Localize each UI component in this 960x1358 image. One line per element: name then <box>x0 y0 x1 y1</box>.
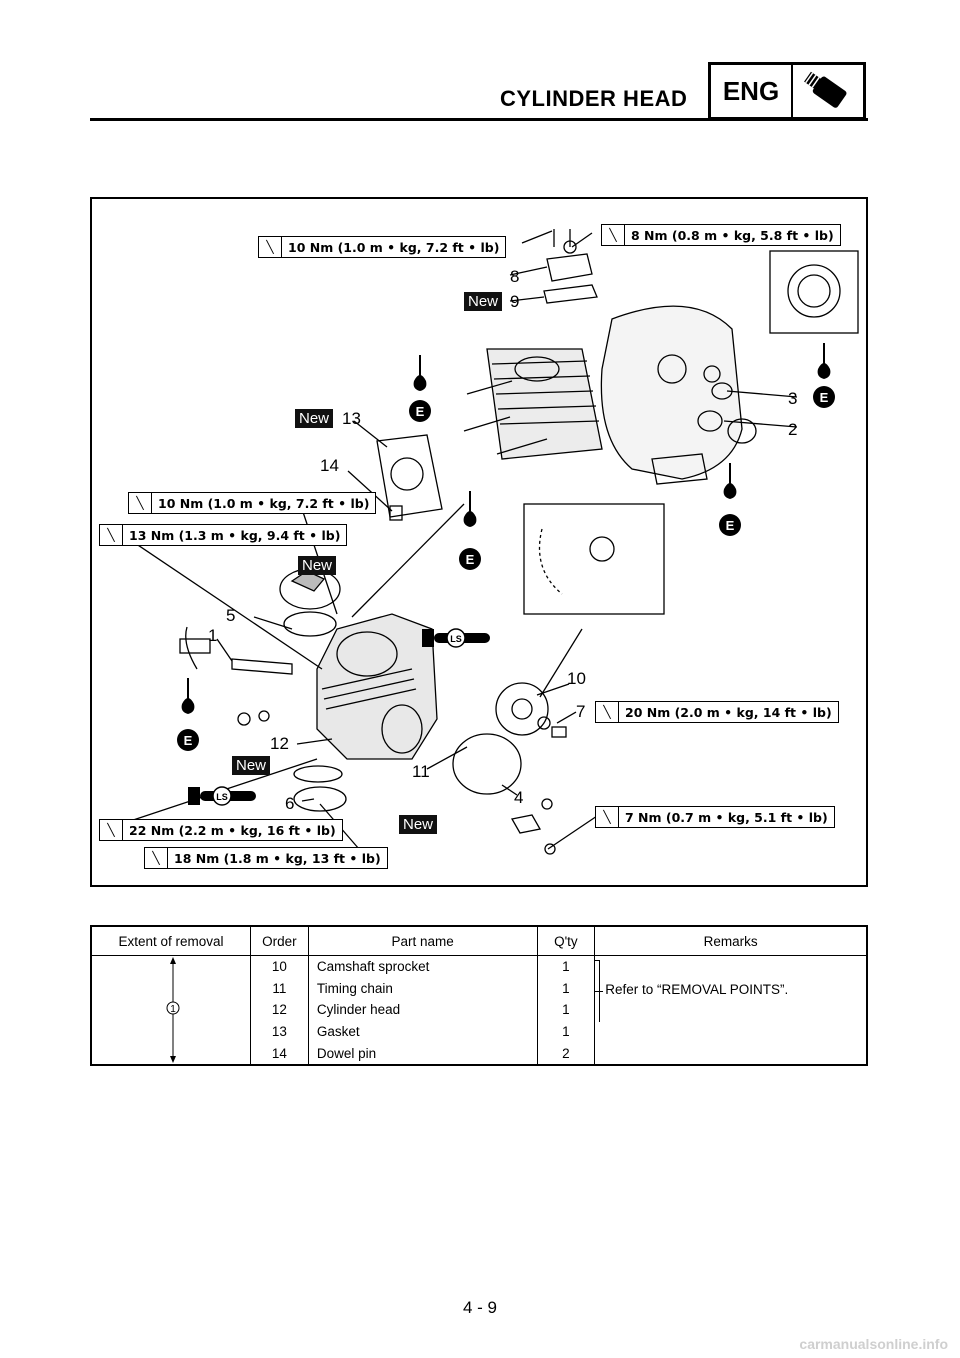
row-part-name: Gasket <box>307 1020 537 1043</box>
row-qty: 2 <box>536 1042 595 1065</box>
callout-7: 7 <box>576 702 586 721</box>
new-part-tag: New <box>295 409 334 428</box>
new-part-tag: New <box>464 292 503 311</box>
col-header-remarks: Remarks <box>594 926 867 956</box>
callout-9: 9 <box>510 292 520 311</box>
row-qty: 1 <box>536 977 595 1000</box>
table-row: 1 10 Camshaft sprocket 1 Refer to “REMOV… <box>91 955 867 1065</box>
new-part-tag: New <box>232 756 271 775</box>
table-row: 14 Dowel pin 2 <box>91 1042 867 1065</box>
callout-6: 6 <box>285 794 295 813</box>
ls-grease-markers: LS LS <box>188 628 490 806</box>
engine-illustration: E E E E <box>105 229 859 865</box>
callout-8: 8 <box>510 267 520 286</box>
torque-label-cover-bolt: ╲ 7 Nm (0.7 m • kg, 5.1 ft • lb) <box>595 806 835 828</box>
col-header-qty: Q'ty <box>536 926 595 956</box>
svg-text:E: E <box>416 404 425 419</box>
torque-label-sprocket-bolt: ╲ 20 Nm (2.0 m • kg, 14 ft • lb) <box>595 701 839 723</box>
removal-parts-table: Extent of removal Order Part name Q'ty R… <box>90 925 868 1066</box>
callout-3: 3 <box>788 389 798 408</box>
callout-14: 14 <box>320 456 339 475</box>
torque-label-breather-cover: ╲ 8 Nm (0.8 m • kg, 5.8 ft • lb) <box>601 224 841 246</box>
torque-wrench-icon: ╲ <box>100 525 123 545</box>
site-watermark: carmanualsonline.info <box>799 1336 948 1352</box>
row-part-name: Dowel pin <box>307 1042 537 1065</box>
table-row: 13 Gasket 1 <box>91 1020 867 1043</box>
row-qty: 1 <box>536 999 595 1021</box>
torque-label-head-nut-small: ╲ 10 Nm (1.0 m • kg, 7.2 ft • lb) <box>128 492 377 514</box>
row-order: 10 <box>250 955 309 978</box>
engine-oil-markers: E E E E <box>177 343 835 751</box>
torque-label-spark-plug: ╲ 18 Nm (1.8 m • kg, 13 ft • lb) <box>144 847 388 869</box>
col-header-extent: Extent of removal <box>91 926 251 956</box>
torque-label-breather-bolt: ╲ 10 Nm (1.0 m • kg, 7.2 ft • lb) <box>258 236 507 258</box>
svg-text:E: E <box>820 390 829 405</box>
callout-11: 11 <box>412 762 430 781</box>
callout-5: 5 <box>226 606 236 625</box>
callout-4: 4 <box>514 788 524 807</box>
row-part-name: Timing chain <box>307 977 537 1000</box>
row-order: 11 <box>250 977 309 1000</box>
row-part-name: Camshaft sprocket <box>307 955 537 978</box>
header-rule <box>90 118 868 121</box>
extent-range-arrow: 1 <box>166 957 180 1063</box>
torque-wrench-icon: ╲ <box>129 493 152 513</box>
table-row: 12 Cylinder head 1 <box>91 999 867 1021</box>
svg-text:E: E <box>184 733 193 748</box>
svg-text:LS: LS <box>216 792 228 802</box>
torque-wrench-icon: ╲ <box>145 848 168 868</box>
callout-2: 2 <box>788 420 798 439</box>
col-header-part-name: Part name <box>307 926 537 956</box>
page-number: 4 - 9 <box>462 1298 498 1317</box>
svg-text:E: E <box>466 552 475 567</box>
remarks-bracket-mid <box>595 991 604 992</box>
engine-section-icon <box>793 65 863 117</box>
section-title: CYLINDER HEAD <box>500 86 688 111</box>
row-qty: 1 <box>536 955 595 978</box>
torque-wrench-icon: ╲ <box>596 807 619 827</box>
callout-13: 13 <box>342 409 361 428</box>
callout-1: 1 <box>208 626 218 645</box>
torque-wrench-icon: ╲ <box>259 237 282 257</box>
new-part-tag: New <box>298 556 337 575</box>
row-part-name: Cylinder head <box>307 999 537 1021</box>
callout-12: 12 <box>270 734 289 753</box>
svg-text:E: E <box>726 518 735 533</box>
extent-marker: 1 <box>170 1004 176 1015</box>
torque-label-head-bolt: ╲ 22 Nm (2.2 m • kg, 16 ft • lb) <box>99 819 343 841</box>
callout-10: 10 <box>567 669 586 688</box>
exploded-diagram: E E E E <box>90 197 868 887</box>
row-order: 13 <box>250 1020 309 1043</box>
eng-badge: ENG <box>708 62 866 120</box>
torque-wrench-icon: ╲ <box>100 820 123 840</box>
torque-label-head-nut: ╲ 13 Nm (1.3 m • kg, 9.4 ft • lb) <box>99 524 348 546</box>
row-order: 12 <box>250 999 309 1021</box>
table-header-row: Extent of removal Order Part name Q'ty R… <box>91 926 867 956</box>
eng-badge-label: ENG <box>711 65 793 117</box>
table-row: 11 Timing chain 1 <box>91 977 867 1000</box>
remarks-text: Refer to “REMOVAL POINTS”. <box>605 982 789 997</box>
extent-of-removal-cell: 1 <box>91 956 251 1066</box>
row-order: 14 <box>250 1042 309 1065</box>
remarks-bracket-top <box>595 960 600 961</box>
torque-wrench-icon: ╲ <box>596 702 619 722</box>
svg-text:LS: LS <box>450 634 462 644</box>
torque-wrench-icon: ╲ <box>602 225 625 245</box>
col-header-order: Order <box>250 926 309 956</box>
remarks-cell: Refer to “REMOVAL POINTS”. <box>594 955 867 1065</box>
row-qty: 1 <box>536 1020 595 1043</box>
new-part-tag: New <box>399 815 438 834</box>
